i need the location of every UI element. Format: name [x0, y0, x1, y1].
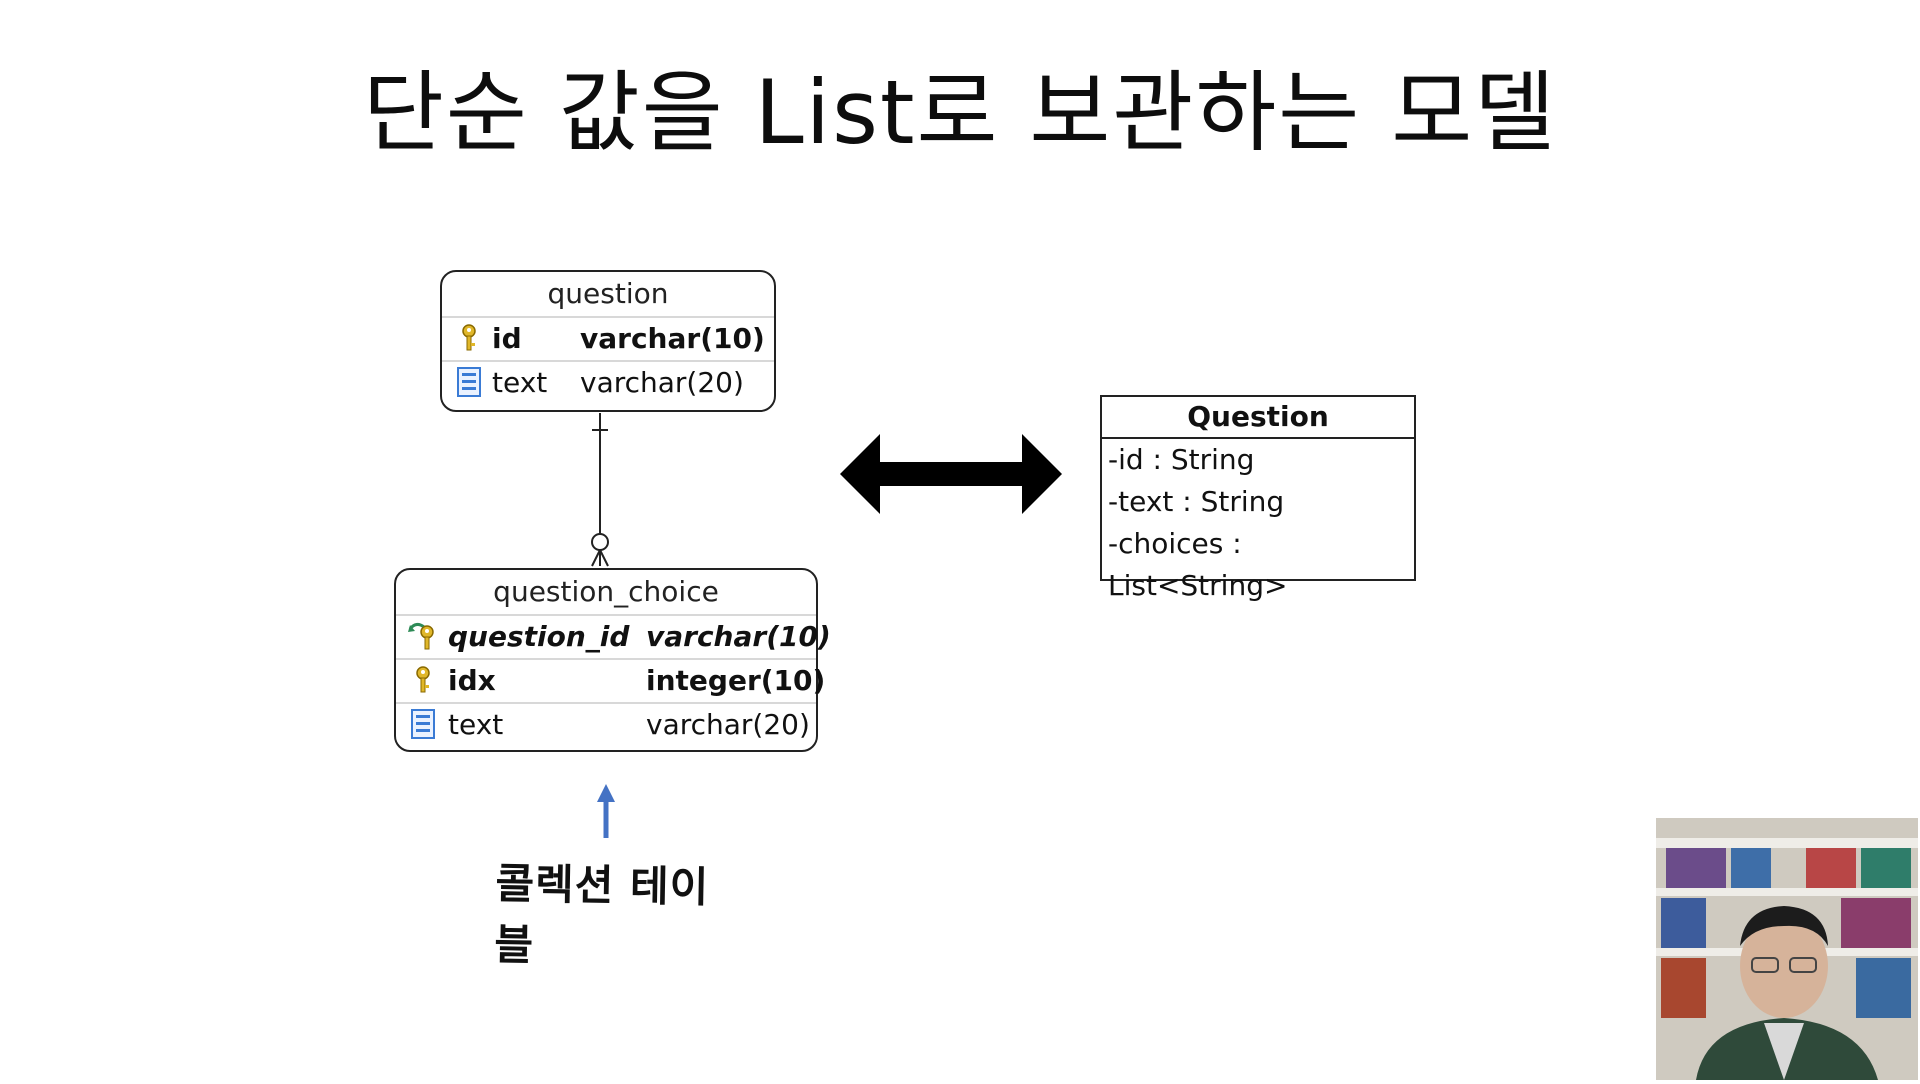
column-type: varchar(10)	[646, 620, 831, 653]
entity-row: text varchar(20)	[442, 362, 774, 404]
column-type: varchar(20)	[580, 366, 744, 399]
primary-key-icon	[462, 324, 476, 351]
collection-table-label: 콜렉션 테이블	[494, 858, 710, 970]
uml-class-question: Question -id : String -text : String -ch…	[1100, 395, 1416, 602]
class-attribute: -id : String	[1108, 443, 1255, 476]
column-name: text	[492, 366, 548, 399]
entity-row: question_id varchar(10)	[396, 616, 831, 660]
entity-question-choice: question_choice question_id varchar(10) …	[394, 568, 831, 752]
column-name: idx	[448, 664, 496, 697]
entity-row: idx integer(10)	[396, 660, 825, 704]
column-name: question_id	[448, 620, 630, 653]
class-name: Question	[1102, 397, 1414, 439]
column-name: text	[448, 708, 504, 741]
foreign-key-icon	[408, 622, 434, 650]
column-name: id	[492, 322, 522, 355]
presenter-avatar-icon	[1656, 818, 1918, 1080]
entity-question: question id varchar(10) text varchar(20)	[440, 270, 776, 412]
primary-key-icon	[416, 666, 430, 693]
entity-name: question_choice	[396, 570, 816, 616]
presenter-webcam	[1656, 818, 1918, 1080]
column-icon	[457, 367, 481, 397]
entity-row: text varchar(20)	[396, 704, 816, 746]
class-attribute: -choices : List<String>	[1108, 527, 1288, 602]
class-attribute: -text : String	[1108, 485, 1285, 518]
column-type: varchar(10)	[580, 322, 765, 355]
column-type: integer(10)	[646, 664, 826, 697]
column-icon	[411, 709, 435, 739]
slide-title: 단순 값을 List로 보관하는 모델	[362, 61, 1558, 164]
column-type: varchar(20)	[646, 708, 810, 741]
entity-row: id varchar(10)	[442, 318, 774, 362]
entity-name: question	[442, 272, 774, 318]
